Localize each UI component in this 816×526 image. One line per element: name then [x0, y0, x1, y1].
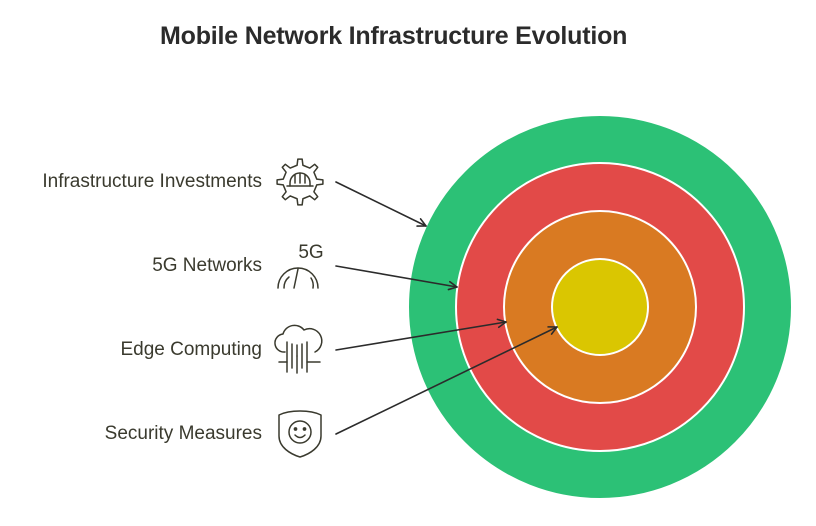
diagram-title: Mobile Network Infrastructure Evolution: [160, 22, 628, 50]
label-security-measures: Security Measures: [104, 423, 262, 444]
5g-speedometer-icon: 5G: [277, 242, 324, 289]
arrow-infrastructure-investments: [335, 181, 427, 227]
gear-hardhat-icon: [276, 158, 324, 206]
5g-icon-text: 5G: [298, 242, 323, 263]
label-infrastructure-investments: Infrastructure Investments: [42, 171, 262, 192]
label-edge-computing: Edge Computing: [120, 339, 262, 360]
label-5g-networks: 5G Networks: [152, 255, 262, 276]
ring-inner: [551, 258, 649, 356]
arrow-5g-networks: [335, 265, 458, 291]
arrow-edge-computing: [335, 318, 507, 351]
shield-face-icon: [278, 410, 322, 458]
cloud-circuit-icon: [274, 324, 323, 374]
arrow-security-measures: [335, 326, 558, 435]
